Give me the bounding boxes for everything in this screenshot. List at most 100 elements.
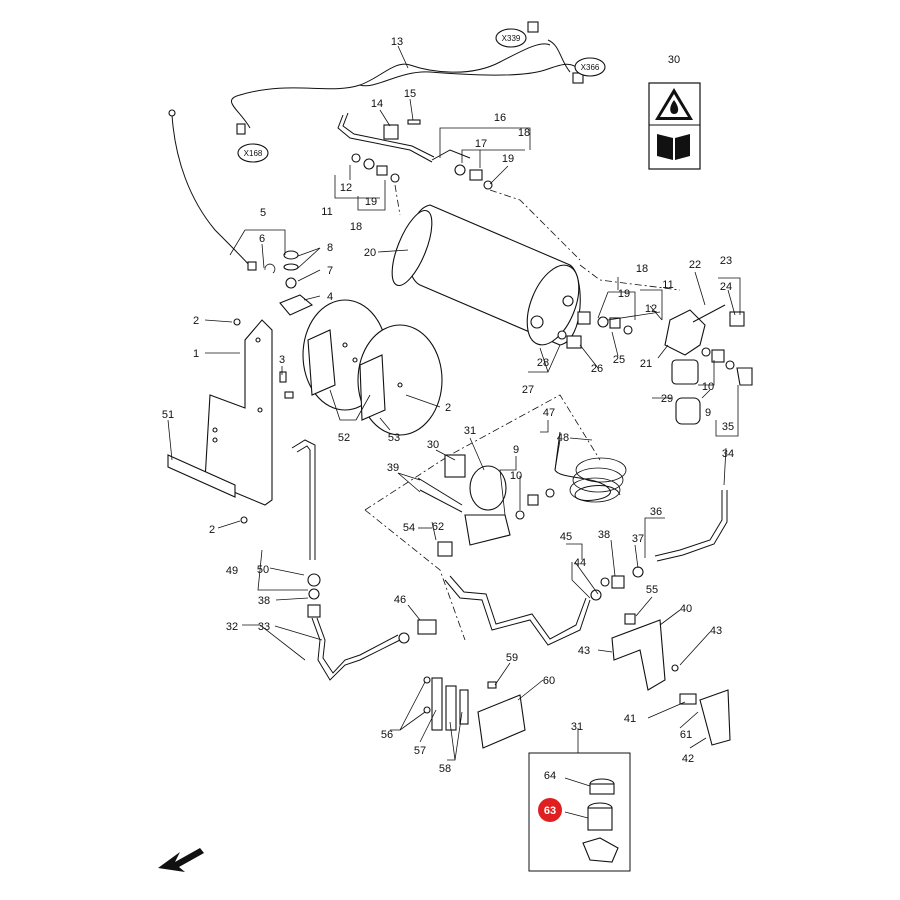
svg-text:X366: X366: [581, 63, 600, 72]
right-air-pipe: [600, 490, 728, 589]
callout-19-mid: 19: [365, 196, 377, 208]
callout-3: 3: [279, 354, 285, 366]
callout-8: 8: [327, 242, 333, 254]
connector-tag-x168: X168: [237, 143, 269, 163]
mounting-bracket: [167, 318, 294, 524]
cooling-coil: [515, 431, 627, 520]
callout-48: 48: [557, 432, 569, 444]
connector-x339-plug: [527, 21, 539, 33]
left-air-pipe: [291, 439, 401, 681]
callout-37: 37: [632, 533, 644, 545]
direction-arrow-icon: [158, 848, 204, 872]
callout-4: 4: [327, 291, 333, 303]
callout-53: 53: [388, 432, 400, 444]
callout-56: 56: [381, 729, 393, 741]
callout-11-top: 11: [321, 206, 332, 218]
callout-61: 61: [680, 729, 692, 741]
callout-51: 51: [162, 409, 174, 421]
callout-26: 26: [591, 363, 603, 375]
nut: [398, 632, 410, 644]
tank-straps: [302, 299, 443, 436]
svg-text:X339: X339: [502, 34, 521, 43]
callout-47: 47: [543, 407, 555, 419]
callout-6: 6: [259, 233, 265, 245]
callout-18-right: 18: [636, 263, 648, 275]
callout-64: 64: [544, 770, 556, 782]
small-hardware: [279, 250, 314, 316]
callout-10-right: 10: [702, 381, 714, 393]
callout-21: 21: [640, 358, 652, 370]
callout-15: 15: [404, 88, 416, 100]
valve-group-right: [557, 304, 753, 425]
callout-14: 14: [371, 98, 383, 110]
callout-18-mid: 18: [350, 221, 362, 233]
callout-16: 16: [494, 112, 506, 124]
callout-2-top: 2: [193, 315, 199, 327]
callout-49: 49: [226, 565, 238, 577]
callout-24: 24: [720, 281, 732, 293]
lower-brackets: [611, 613, 731, 746]
callout-58: 58: [439, 763, 451, 775]
callout-40: 40: [680, 603, 692, 615]
callout-27: 27: [522, 384, 534, 396]
callout-63-highlighted[interactable]: 63: [538, 798, 562, 822]
leader-lines: [167, 45, 741, 819]
callout-59: 59: [506, 652, 518, 664]
callout-12-top: 12: [340, 182, 352, 194]
connector-tag-x339: X339: [495, 28, 527, 48]
callout-23: 23: [720, 255, 732, 267]
callout-54: 54: [403, 522, 415, 534]
air-line-top: [337, 112, 493, 190]
reference-lines: [364, 184, 681, 641]
callout-31-dryer: 31: [464, 425, 476, 437]
callout-9-right: 9: [705, 407, 711, 419]
callout-43-right: 43: [710, 625, 722, 637]
callout-1: 1: [193, 348, 199, 360]
callout-44: 44: [574, 557, 586, 569]
center-air-pipe: [444, 575, 602, 646]
callout-30-dryer: 30: [427, 439, 439, 451]
callout-17: 17: [475, 138, 487, 150]
callout-labels: 13 14 15 16 17 18 19 12 11 19 18 20 5 6 …: [162, 36, 734, 822]
callout-38-left: 38: [258, 595, 270, 607]
callout-46: 46: [394, 594, 406, 606]
callout-7: 7: [327, 265, 333, 277]
callout-25: 25: [613, 354, 625, 366]
callout-33: 33: [258, 621, 270, 633]
callout-28: 28: [537, 357, 549, 369]
callout-38-right: 38: [598, 529, 610, 541]
callout-42: 42: [682, 753, 694, 765]
air-dryer: [417, 454, 511, 557]
callout-22: 22: [689, 259, 701, 271]
callout-57: 57: [414, 745, 426, 757]
callout-2-right: 2: [445, 402, 451, 414]
callout-20: 20: [364, 247, 376, 259]
warning-decal: [648, 82, 701, 170]
callout-34: 34: [722, 448, 734, 460]
callout-55: 55: [646, 584, 658, 596]
callout-39: 39: [387, 462, 399, 474]
callout-31-kit: 31: [571, 721, 583, 733]
callout-35: 35: [722, 421, 734, 433]
wiring-harness: [231, 21, 584, 135]
callout-41: 41: [624, 713, 636, 725]
callout-18-top: 18: [518, 127, 530, 139]
callout-45: 45: [560, 531, 572, 543]
elbow-fitting: [417, 619, 437, 635]
callout-10-center: 10: [510, 470, 522, 482]
callout-30-decal: 30: [668, 54, 680, 66]
callout-52: 52: [338, 432, 350, 444]
fire-warning-icon: [655, 88, 693, 120]
manual-book-icon: [657, 134, 690, 160]
callout-43-left: 43: [578, 645, 590, 657]
callout-29: 29: [661, 393, 673, 405]
svg-text:X168: X168: [244, 149, 263, 158]
callout-62: 62: [432, 521, 444, 533]
callout-60: 60: [543, 675, 555, 687]
callout-36: 36: [650, 506, 662, 518]
callout-9-center: 9: [513, 444, 519, 456]
callout-19-right: 19: [618, 288, 630, 300]
callout-12-right: 12: [645, 303, 657, 315]
callout-2-bottom: 2: [209, 524, 215, 536]
connector-x168-plug: [236, 123, 246, 135]
